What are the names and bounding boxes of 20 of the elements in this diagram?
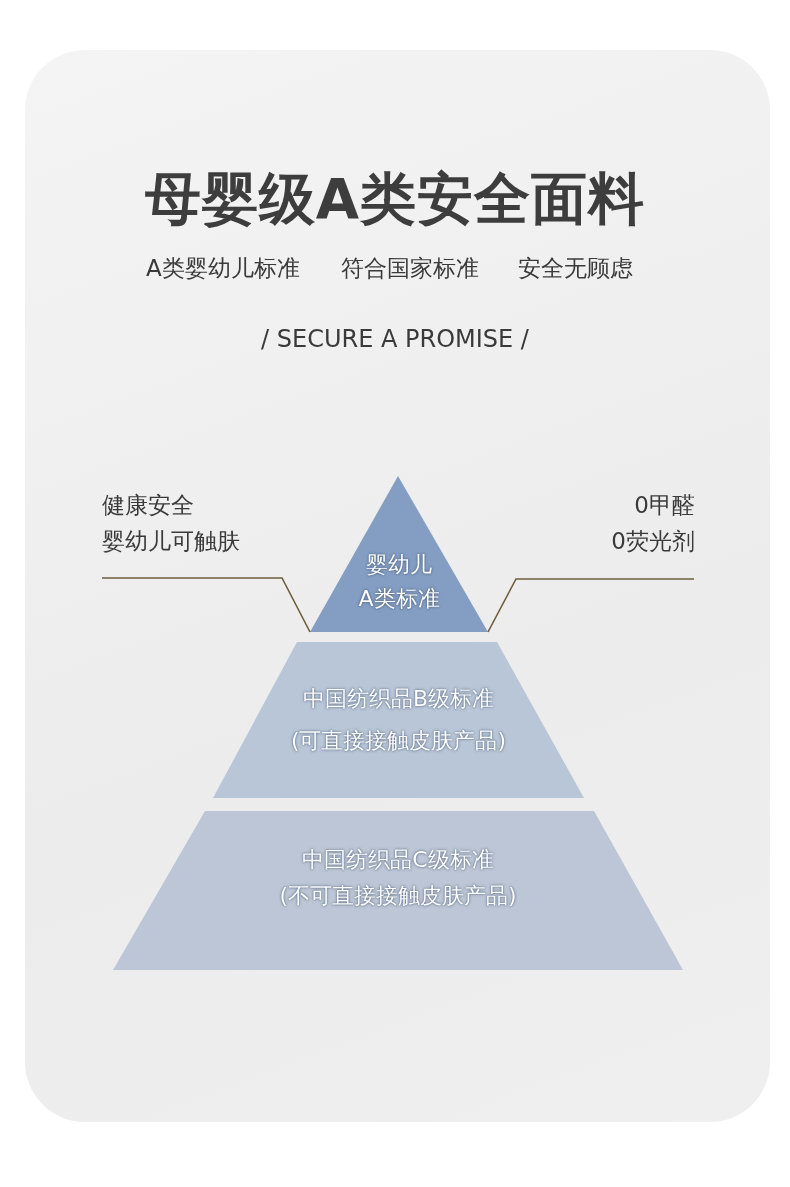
- tier-text: (不可直接接触皮肤产品): [278, 882, 518, 910]
- leader-line: [487, 578, 695, 633]
- tier-text: (可直接接触皮肤产品): [289, 727, 508, 755]
- pyramid-middle-tier: [213, 642, 584, 798]
- subtitle-text: A类婴幼儿标准: [146, 254, 300, 283]
- tier-text: A类标准: [357, 585, 441, 613]
- title: 母婴级A类安全面料: [143, 165, 647, 233]
- feature-text: 0甲醛: [634, 491, 695, 520]
- tier-text: 中国纺织品B级标准: [301, 685, 496, 713]
- pyramid-top-triangle: [310, 476, 488, 632]
- tagline: / SECURE A PROMISE /: [260, 325, 530, 353]
- feature-text: 婴幼儿可触肤: [102, 527, 240, 556]
- pyramid-bottom-tier: [113, 811, 683, 970]
- leader-line: [101, 577, 311, 633]
- feature-text: 健康安全: [102, 491, 194, 520]
- subtitle-text: 安全无顾虑: [518, 254, 633, 283]
- feature-text: 0荧光剂: [611, 527, 695, 556]
- subtitle-text: 符合国家标准: [341, 254, 479, 283]
- tier-text: 婴幼儿: [365, 551, 433, 579]
- tier-text: 中国纺织品C级标准: [301, 846, 495, 874]
